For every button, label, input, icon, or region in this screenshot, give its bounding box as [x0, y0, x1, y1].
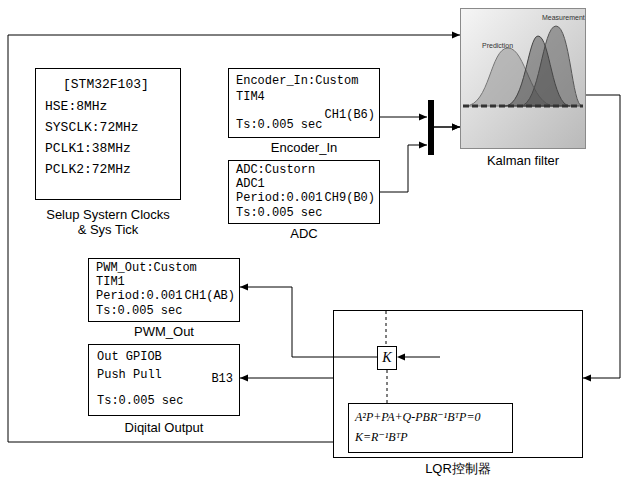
connector: [240, 375, 333, 382]
box-text: SYSCLK:72MHz: [45, 121, 139, 136]
estimate-curve: [505, 36, 570, 106]
kalman-illustration: [460, 8, 586, 149]
arrow-head: [397, 354, 405, 361]
block-box: ADC:CustornADC1Period:0.001CH9(B0)Ts:0.0…: [228, 160, 380, 224]
block-caption: Encoder_In: [228, 141, 380, 156]
equation-text: K=R⁻¹BᵀP: [355, 431, 408, 445]
block-box: PWM_Out:CustomTIM1Period:0.001CH1(AB)Ts:…: [88, 258, 240, 322]
box-text: CH1(B6): [325, 109, 375, 123]
block-caption: ADC: [228, 227, 380, 242]
box-text: Period:0.001: [236, 192, 322, 206]
box-text: PCLK1:38MHz: [45, 142, 131, 157]
filter-box: Kalman filter: [460, 8, 586, 149]
box-text: ADC:Custorn: [236, 164, 315, 178]
arrow-head: [419, 142, 427, 149]
box-text: Ts:0.005 sec: [236, 119, 322, 133]
connector-line: [240, 378, 333, 379]
box-text: Encoder_In:Custom: [236, 75, 358, 89]
connector-line: [583, 95, 620, 378]
connector: [380, 114, 460, 131]
box-text: Ts:0.005 sec: [96, 305, 182, 319]
connector: [387, 370, 388, 403]
arrow-head: [419, 114, 427, 121]
equation-text: A²P+PA+Q-PBR⁻¹BᵀP=0: [355, 411, 481, 425]
connector-line: [387, 370, 388, 403]
connector: [380, 124, 460, 193]
picture-label: Measurement: [542, 14, 585, 21]
equation-text: K: [382, 350, 391, 366]
connector-line: [380, 145, 427, 192]
box-text: Ts:0.005 sec: [97, 395, 183, 409]
arrow-head: [240, 375, 248, 382]
block-caption: Kalman filter: [460, 154, 586, 169]
box-text: Period:0.001: [96, 290, 182, 304]
arrow-head: [452, 124, 460, 131]
connector-line: [8, 35, 460, 442]
box-text: [STM32F103]: [63, 78, 149, 93]
box-text: PCLK2:72MHz: [45, 163, 131, 178]
box-text: CH9(B0): [325, 192, 375, 206]
box-text: Ts:0.005 sec: [236, 207, 322, 221]
connector: [583, 95, 620, 382]
connector: [8, 32, 460, 443]
picture-ground: [460, 8, 586, 149]
arrow-head: [452, 32, 460, 39]
controller-box: LQR控制器KA²P+PA+Q-PBR⁻¹BᵀP=0K=R⁻¹BᵀP: [333, 310, 583, 458]
box-text: PWM_Out:Custom: [96, 262, 197, 276]
input-line: [404, 357, 440, 358]
box-text: B13: [211, 373, 233, 387]
block-caption: PWM_Out: [88, 325, 240, 340]
axis-line: [463, 105, 583, 108]
dashed-line: [386, 311, 387, 344]
arrow-head: [583, 375, 591, 382]
block-caption: Selup Systern Clocks & Sys Tick: [46, 208, 170, 238]
box-text: TIM4: [236, 91, 265, 105]
block-box: Out GPIOBPush PullB13Ts:0.005 secDiqital…: [88, 344, 240, 416]
arrow-head: [452, 124, 460, 131]
box-text: ADC1: [236, 178, 265, 192]
box-text: CH1(AB): [185, 290, 235, 304]
equation-box: A²P+PA+Q-PBR⁻¹BᵀP=0K=R⁻¹BᵀP: [348, 403, 513, 453]
arrow-head: [240, 284, 248, 291]
box-text: TIM1: [96, 276, 125, 290]
connector: [240, 284, 377, 358]
connector-line: [240, 287, 377, 357]
box-text: Push Pull: [97, 369, 162, 383]
box-text: Out GPIOB: [97, 351, 162, 365]
picture-label: Prediction: [482, 42, 513, 49]
block-caption: Diqital Output: [88, 421, 240, 436]
gain-box: K: [377, 346, 397, 370]
box-text: HSE:8MHz: [45, 100, 107, 115]
config-box: [STM32F103] HSE:8MHzSYSCLK:72MHzPCLK1:38M…: [35, 68, 181, 200]
mux-bar: [428, 100, 434, 155]
block-box: Encoder_In:CustomTIM4CH1(B6)Ts:0.005 sec…: [228, 68, 380, 138]
block-caption: LQR控制器: [333, 462, 583, 477]
